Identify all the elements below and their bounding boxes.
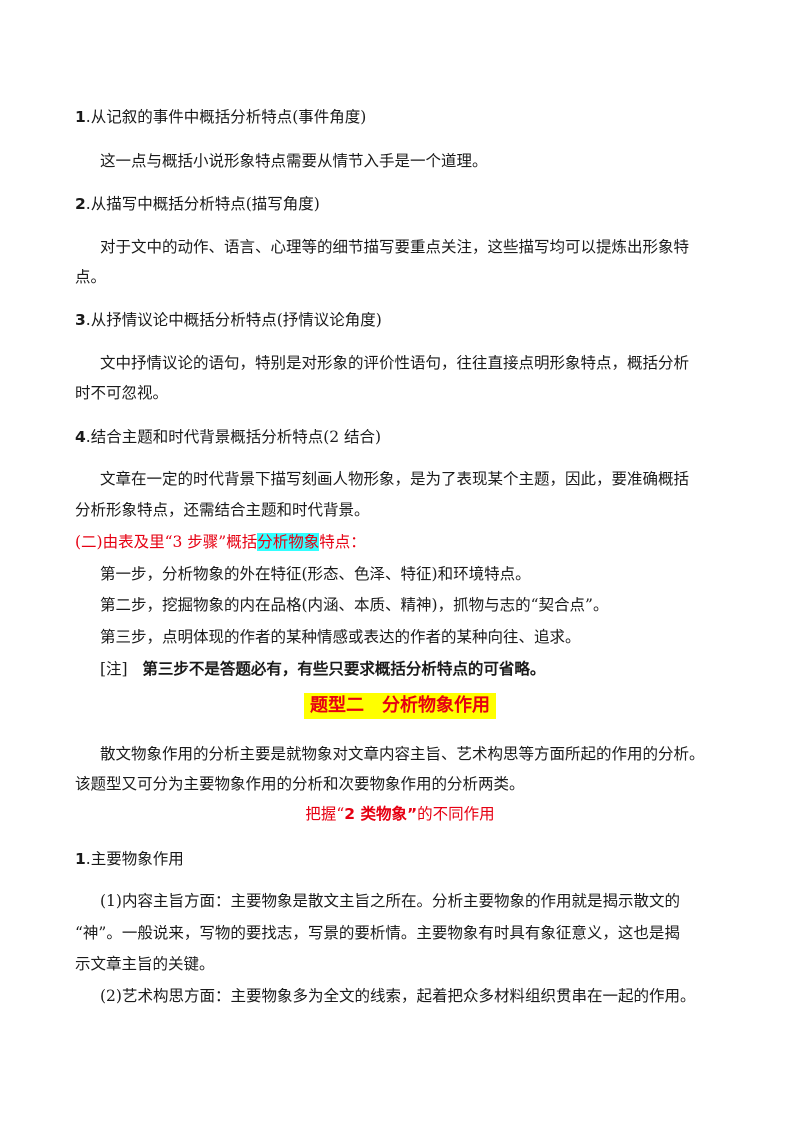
type2-intro-line-2: 该题型又可分为主要物象作用的分析和次要物象作用的分析两类。 [75,775,525,793]
paragraph-3-line-1: 文中抒情议论的语句，特别是对形象的评价性语句，往往直接点明形象特点，概括分析 [100,354,690,372]
subheading-bold: 2 类物象” [344,805,418,823]
step-1: 第一步，分析物象的外在特征(形态、色泽、特征)和环境特点。 [100,565,531,583]
note: [注] 第三步不是答题必有，有些只要求概括分析特点的可省略。 [100,658,730,680]
type2-intro-line-1: 散文物象作用的分析主要是就物象对文章内容主旨、艺术构思等方面所起的作用的分析。 [100,745,705,763]
question-type-title-text: 题型二 分析物象作用 [304,693,496,719]
heading-3-number: 3 [75,311,86,329]
heading-3-text: .从抒情议论中概括分析特点(抒情议论角度) [85,311,382,329]
steps-heading-suffix: 特点： [319,533,366,551]
heading-4: 4.结合主题和时代背景概括分析特点(2 结合) [75,426,730,448]
steps-heading-prefix: (二)由表及里“3 步骤”概括 [75,533,258,551]
paragraph-2-line-1: 对于文中的动作、语言、心理等的细节描写要重点关注，这些描写均可以提炼出形象特 [100,238,690,256]
heading-1-number: 1 [75,108,86,126]
main-object-number: 1 [75,850,86,868]
heading-4-number: 4 [75,428,86,446]
content-2: (2)艺术构思方面：主要物象多为全文的线索，起着把众多材料组织贯串在一起的作用。 [100,987,696,1005]
main-object-text: .主要物象作用 [85,850,184,868]
steps-heading-highlight: 分析物象 [257,533,320,551]
step-2: 第二步，挖掘物象的内在品格(内涵、本质、精神)，抓物与志的“契合点”。 [100,596,609,614]
paragraph-4-line-1: 文章在一定的时代背景下描写刻画人物形象，是为了表现某个主题，因此，要准确概括 [100,470,690,488]
subheading-suffix: 的不同作用 [417,805,495,823]
content-1-line-3: 示文章主旨的关键。 [75,955,215,973]
paragraph-2-line-2: 点。 [75,268,107,286]
steps-heading: (二)由表及里“3 步骤”概括分析物象特点： [75,531,730,553]
question-type-title: 题型二 分析物象作用 [0,693,800,719]
paragraph-3-line-2: 时不可忽视。 [75,384,169,402]
heading-2-number: 2 [75,195,86,213]
heading-2: 2.从描写中概括分析特点(描写角度) [75,193,730,215]
main-object-heading: 1.主要物象作用 [75,848,730,870]
heading-2-text: .从描写中概括分析特点(描写角度) [85,195,320,213]
heading-1: 1.从记叙的事件中概括分析特点(事件角度) [75,106,730,128]
heading-4-text: .结合主题和时代背景概括分析特点(2 结合) [85,428,382,446]
content-1-line-1: (1)内容主旨方面：主要物象是散文主旨之所在。分析主要物象的作用就是揭示散文的 [100,892,680,910]
subheading: 把握“2 类物象”的不同作用 [0,803,800,825]
subheading-prefix: 把握“ [305,805,345,823]
paragraph-4-line-2: 分析形象特点，还需结合主题和时代背景。 [75,501,370,519]
paragraph-1: 这一点与概括小说形象特点需要从情节入手是一个道理。 [100,152,488,170]
heading-3: 3.从抒情议论中概括分析特点(抒情议论角度) [75,309,730,331]
heading-1-text: .从记叙的事件中概括分析特点(事件角度) [85,108,367,126]
content-1-line-2: “神”。一般说来，写物的要找志，写景的要析情。主要物象有时具有象征意义，这也是揭 [75,924,680,942]
step-3: 第三步，点明体现的作者的某种情感或表达的作者的某种向往、追求。 [100,628,581,646]
note-text: 第三步不是答题必有，有些只要求概括分析特点的可省略。 [142,660,546,678]
note-tag: [注] [100,660,128,678]
